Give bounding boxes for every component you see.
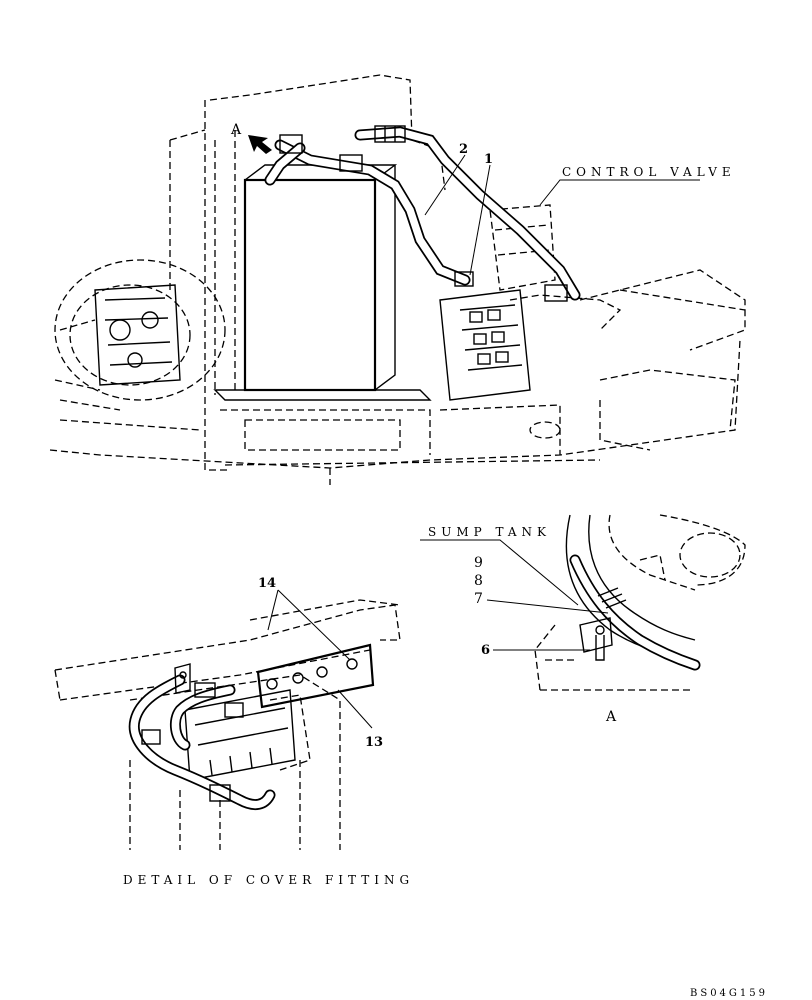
callout-1: 1: [484, 152, 493, 167]
callout-13: 13: [365, 735, 383, 750]
detail-cover-fitting-caption: DETAIL OF COVER FITTING: [123, 873, 414, 887]
sump-tank-label: SUMP TANK: [428, 525, 551, 539]
leader-control-valve: [539, 179, 700, 206]
leader-sump-tank: [420, 539, 579, 606]
main-assembly-view: [49, 74, 746, 485]
leader-14a: [267, 589, 279, 631]
view-a-marker: A: [230, 122, 242, 138]
control-valve-label: CONTROL VALVE: [562, 165, 736, 179]
leader-1: [469, 164, 491, 276]
leader-2: [424, 154, 466, 216]
leader-7: [486, 599, 609, 614]
cover-fitting-view: [54, 599, 401, 850]
callout-9: 9: [474, 555, 483, 571]
detail-a-marker: A: [605, 709, 617, 725]
detail-a-view: [534, 514, 746, 691]
drawing-code: BS04G159: [690, 988, 768, 999]
leader-13: [337, 689, 373, 729]
callout-7: 7: [474, 591, 483, 607]
callout-14: 14: [258, 576, 276, 591]
callout-2: 2: [459, 142, 468, 157]
callout-8: 8: [474, 573, 483, 589]
leader-14b: [277, 589, 351, 661]
callout-6: 6: [481, 643, 490, 658]
